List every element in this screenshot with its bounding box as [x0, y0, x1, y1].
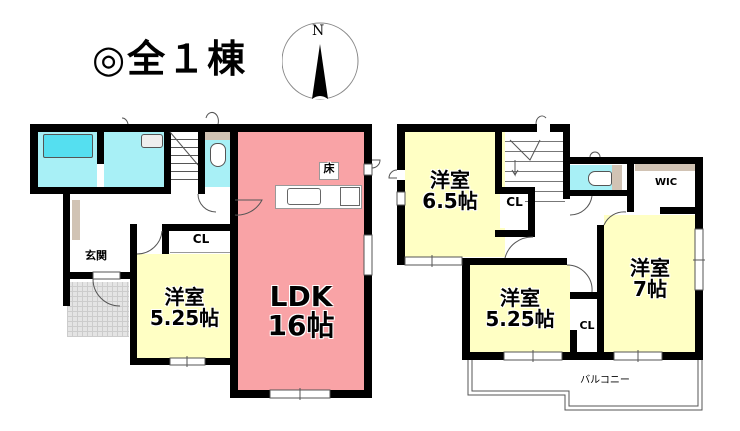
wall [570, 330, 577, 360]
wall [660, 207, 700, 214]
wall [63, 194, 70, 306]
entrance-tile [67, 282, 129, 337]
ldk-label: LDK 16帖 [237, 282, 365, 341]
wall [97, 124, 104, 164]
washbasin [141, 134, 163, 148]
wall [462, 258, 567, 265]
wall [397, 124, 537, 132]
bedroom-2f-c [604, 215, 696, 352]
wall [562, 352, 614, 360]
wic-label: WIC [654, 177, 678, 188]
closet-2f-b [577, 300, 597, 352]
wall [162, 224, 169, 254]
entrance-storage [72, 200, 80, 240]
ldk-size: 16帖 [267, 309, 335, 343]
bedroom-2f-c-size: 7帖 [633, 277, 667, 301]
wall [120, 272, 137, 279]
wall [662, 352, 703, 360]
bedroom-2f-a [405, 132, 505, 257]
kitchen-stove [340, 187, 360, 206]
toilet-bowl-1f [210, 143, 226, 167]
wall [230, 124, 238, 396]
wall [563, 190, 633, 196]
wall [63, 272, 93, 279]
wic-shelf [635, 162, 695, 171]
wall [397, 205, 405, 265]
wall [30, 124, 38, 194]
wall [130, 224, 137, 364]
wall [627, 157, 634, 212]
bedroom-1f-name: 洋室 [164, 285, 205, 309]
wall [205, 358, 235, 365]
wall [30, 187, 170, 194]
bedroom-2f-a-size: 6.5帖 [422, 189, 478, 213]
wall [462, 258, 470, 360]
bedroom-1f [137, 254, 232, 358]
wall [597, 225, 604, 360]
wall [130, 358, 170, 365]
wall [695, 290, 703, 360]
ldk-room [237, 132, 365, 394]
bedroom-2f-b [470, 265, 570, 352]
bedroom-1f-size: 5.25帖 [149, 306, 220, 330]
bedroom-2f-b-size: 5.25帖 [485, 307, 555, 331]
toilet-shelf-1f [205, 132, 230, 140]
wall [462, 352, 504, 360]
wall [695, 157, 703, 229]
wall [495, 124, 502, 194]
wall [364, 175, 372, 235]
wall [198, 124, 205, 194]
closet-2f-b-label: CL [579, 319, 595, 332]
bedroom-2f-a-name: 洋室 [430, 168, 470, 192]
toilet-shelf-2f [612, 165, 622, 190]
wall [397, 180, 405, 192]
wall [570, 292, 600, 299]
bedroom-2f-a-label: 洋室 6.5帖 [400, 170, 500, 212]
ldk-name: LDK [269, 280, 333, 313]
wall [162, 224, 232, 231]
entrance-label: 玄関 [85, 249, 107, 262]
wall [364, 124, 372, 164]
closet-1f-label: CL [192, 232, 210, 246]
closet-2f-a-label: CL [506, 195, 523, 209]
bedroom-2f-b-label: 洋室 5.25帖 [470, 288, 570, 330]
bedroom-2f-c-name: 洋室 [630, 256, 670, 280]
wall [495, 187, 535, 194]
wall [230, 390, 270, 398]
wall [364, 275, 372, 396]
compass-north-label: N [312, 23, 325, 39]
balcony-label: バルコニー [580, 375, 630, 386]
north-compass-icon: N [282, 22, 362, 102]
toilet-bowl-2f [588, 171, 612, 186]
wall [397, 124, 405, 170]
wall [495, 230, 535, 237]
bedroom-2f-b-name: 洋室 [500, 286, 540, 310]
wall [528, 187, 535, 237]
page-title: ◎全１棟 [92, 37, 248, 81]
bathtub [43, 134, 93, 158]
bedroom-2f-c-label: 洋室 7帖 [604, 258, 696, 300]
floor-storage-label: 床 [319, 162, 339, 180]
wall [330, 390, 372, 398]
bedroom-1f-label: 洋室 5.25帖 [137, 287, 232, 329]
wall [164, 124, 171, 194]
closet-1f [170, 230, 232, 253]
closet-2f-a [500, 188, 525, 228]
kitchen-sink [287, 188, 321, 205]
wall [550, 124, 570, 132]
